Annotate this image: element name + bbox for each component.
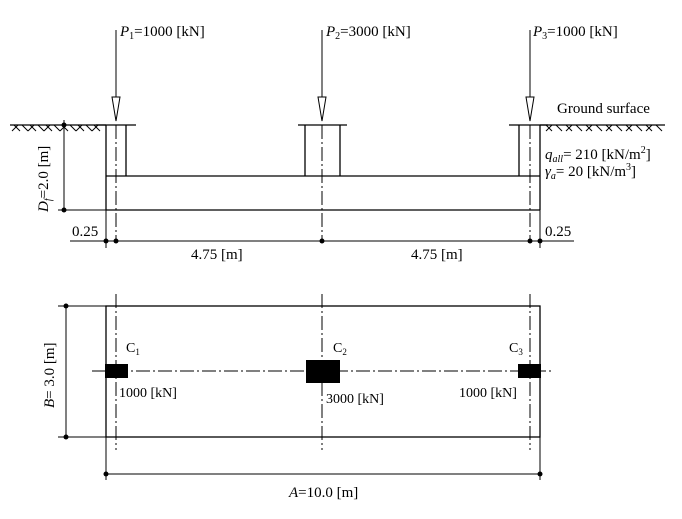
column-load-c1: 1000 [kN] <box>119 386 177 401</box>
column-c1 <box>105 364 128 378</box>
column-stub-3 <box>509 124 548 176</box>
plan-view: C1 C2 C3 1000 [kN] 3000 [kN] 1000 [kN] B… <box>42 294 552 501</box>
load-arrow-1 <box>111 30 121 122</box>
depth-label: Df=2.0 [m] <box>36 146 54 213</box>
width-dimension <box>58 303 106 440</box>
footing-elevation <box>105 125 541 211</box>
column-label-c1: C1 <box>126 341 140 357</box>
ground-surface-label: Ground surface <box>557 101 650 117</box>
load-arrow-3 <box>525 30 535 122</box>
column-c2 <box>306 360 340 383</box>
dim-span-1: 4.75 [m] <box>191 247 243 263</box>
span-dimension-line <box>70 210 574 248</box>
depth-dimension <box>58 120 106 213</box>
column-load-c2: 3000 [kN] <box>326 392 384 407</box>
dim-span-2: 4.75 [m] <box>411 247 463 263</box>
gamma-label: γa= 20 [kN/m3] <box>545 162 636 182</box>
load-arrow-2 <box>317 30 327 122</box>
ground-hatch-right <box>540 124 665 132</box>
load-label-3: P3=1000 [kN] <box>532 24 618 42</box>
ground-hatch-left <box>10 124 106 132</box>
width-label: B= 3.0 [m] <box>42 342 58 408</box>
column-label-c3: C3 <box>509 341 523 357</box>
dim-left-edge: 0.25 <box>72 224 98 240</box>
qall-label: qall= 210 [kN/m2] <box>545 145 651 165</box>
column-label-c2: C2 <box>333 341 347 357</box>
length-dimension <box>103 437 543 480</box>
column-load-c3: 1000 [kN] <box>459 386 517 401</box>
column-c3 <box>518 364 541 378</box>
dim-right-edge: 0.25 <box>545 224 571 240</box>
elevation-view: P1=1000 [kN] P2=3000 [kN] P3=1000 [kN] G… <box>10 24 665 263</box>
length-label: A=10.0 [m] <box>288 485 358 501</box>
load-label-2: P2=3000 [kN] <box>325 24 411 42</box>
load-label-1: P1=1000 [kN] <box>119 24 205 42</box>
